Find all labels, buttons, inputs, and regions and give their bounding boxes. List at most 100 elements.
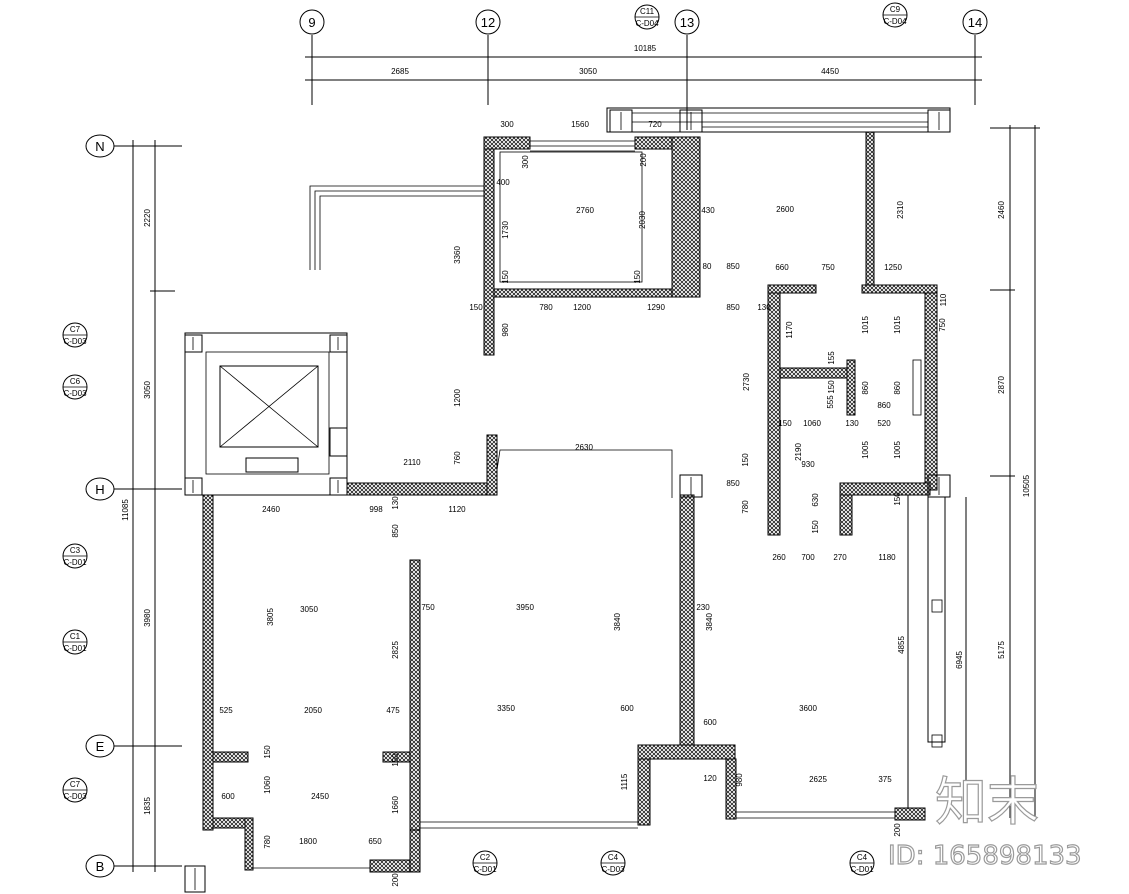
dimension-label: 600 [620, 704, 634, 713]
dimension-label: 1200 [453, 389, 462, 407]
callout-sheet: C-D04 [635, 19, 659, 28]
dim-left-segment: 3050 [143, 381, 152, 399]
dimension-label: 850 [726, 303, 740, 312]
dimension-label: 430 [701, 206, 715, 215]
dimension-label: 1180 [878, 553, 896, 562]
dimension-label: 1060 [803, 419, 821, 428]
section-callout: C6C-D03 [62, 374, 88, 400]
dimension-label: 750 [821, 263, 835, 272]
callout-number: C7 [70, 780, 81, 789]
dimension-label: 230 [696, 603, 710, 612]
dimension-label: 3600 [799, 704, 817, 713]
dimension-label: 555 [826, 395, 835, 409]
dim-top-segment: 4450 [821, 67, 839, 76]
callout-number: C1 [70, 632, 81, 641]
dim-top-overall: 10185 [634, 44, 657, 53]
dimension-label: 700 [801, 553, 815, 562]
dim-right-segment: 5175 [997, 641, 1006, 659]
dimension-label: 150 [263, 745, 272, 759]
dimension-label: 525 [219, 706, 233, 715]
grid-label: B [96, 859, 105, 874]
callout-sheet: C-D01 [473, 865, 497, 874]
dimension-label: 930 [801, 460, 815, 469]
callout-number: C4 [857, 853, 868, 862]
callout-number: C9 [890, 5, 901, 14]
callout-number: C7 [70, 325, 81, 334]
dimension-label: 980 [735, 773, 744, 787]
watermark-logo: 知末 [935, 773, 1039, 833]
dimension-label: 1015 [861, 316, 870, 334]
dimension-label: 475 [386, 706, 400, 715]
dimension-label: 2825 [391, 641, 400, 659]
callout-number: C11 [640, 7, 655, 16]
dimension-label: 1005 [861, 441, 870, 459]
dimension-label: 1120 [448, 505, 466, 514]
callout-sheet: C-D01 [63, 558, 87, 567]
section-callout: C4C-D01 [849, 850, 875, 876]
dimension-label: 300 [521, 155, 530, 169]
dim-right-segment: 2870 [997, 376, 1006, 394]
dimension-label: 720 [648, 120, 662, 129]
dimension-label: 130 [845, 419, 859, 428]
dimension-label: 400 [496, 178, 510, 187]
dimension-label: 2600 [776, 205, 794, 214]
dimension-label: 860 [877, 401, 891, 410]
dimension-label: 1005 [893, 441, 902, 459]
section-callout: C2C-D01 [472, 850, 498, 876]
structural-columns [184, 109, 951, 893]
dimension-label: 270 [833, 553, 847, 562]
dimension-label: 780 [539, 303, 553, 312]
grid-label: 12 [481, 15, 495, 30]
dimension-label: 1115 [620, 773, 629, 790]
dimension-label: 3360 [453, 246, 462, 264]
grid-col-12: 12 [475, 9, 501, 35]
walls [184, 107, 951, 873]
grid-row-n: N [85, 134, 115, 158]
dimension-label: 600 [703, 718, 717, 727]
dimension-label: 998 [369, 505, 383, 514]
section-callout: C3C-D01 [62, 543, 88, 569]
dimension-label: 850 [726, 262, 740, 271]
dimension-label: 3840 [705, 613, 714, 631]
callout-number: C4 [608, 853, 619, 862]
callout-sheet: C-D01 [850, 865, 874, 874]
section-callout: C7C-D03 [62, 322, 88, 348]
grid-row-b: B [85, 854, 115, 878]
dimension-label: 650 [368, 837, 382, 846]
dim-right-inner: 4855 [897, 636, 906, 654]
callout-number: C3 [70, 546, 81, 555]
dim-left-segment: 1835 [143, 797, 152, 815]
dimension-label: 200 [893, 823, 902, 837]
dimension-label: 1015 [893, 316, 902, 334]
dimension-label: 1730 [501, 221, 510, 239]
dim-top-segment: 2685 [391, 67, 409, 76]
dimension-label: 630 [811, 493, 820, 507]
dimension-label: 1290 [647, 303, 665, 312]
dimension-label: 150 [741, 453, 750, 467]
section-callout: C1C-D01 [62, 629, 88, 655]
dimension-label: 750 [421, 603, 435, 612]
grid-label: 9 [308, 15, 315, 30]
dimension-label: 2310 [896, 201, 905, 219]
left-grid-axes [114, 140, 182, 872]
dimension-label: 860 [861, 381, 870, 395]
dimension-label: 80 [703, 262, 712, 271]
grid-col-13: 13 [674, 9, 700, 35]
top-grid-axes [305, 35, 982, 130]
dimension-label: 150 [501, 270, 510, 284]
grid-row-e: E [85, 734, 115, 758]
watermark-id: ID: 165898133 [888, 841, 1082, 871]
dimension-label: 155 [827, 351, 836, 365]
dimension-label: 2110 [403, 458, 421, 467]
dimension-label: 2050 [304, 706, 322, 715]
dim-left-segment: 3980 [143, 609, 152, 627]
callout-sheet: C-D03 [601, 865, 625, 874]
dimension-label: 300 [500, 120, 514, 129]
dimension-label: 1560 [571, 120, 589, 129]
dimension-label: 150 [827, 380, 836, 394]
dimension-label: 150 [811, 520, 820, 534]
dim-left-segment: 2220 [143, 209, 152, 227]
dimension-label: 1800 [299, 837, 317, 846]
dimension-label: 660 [775, 263, 789, 272]
